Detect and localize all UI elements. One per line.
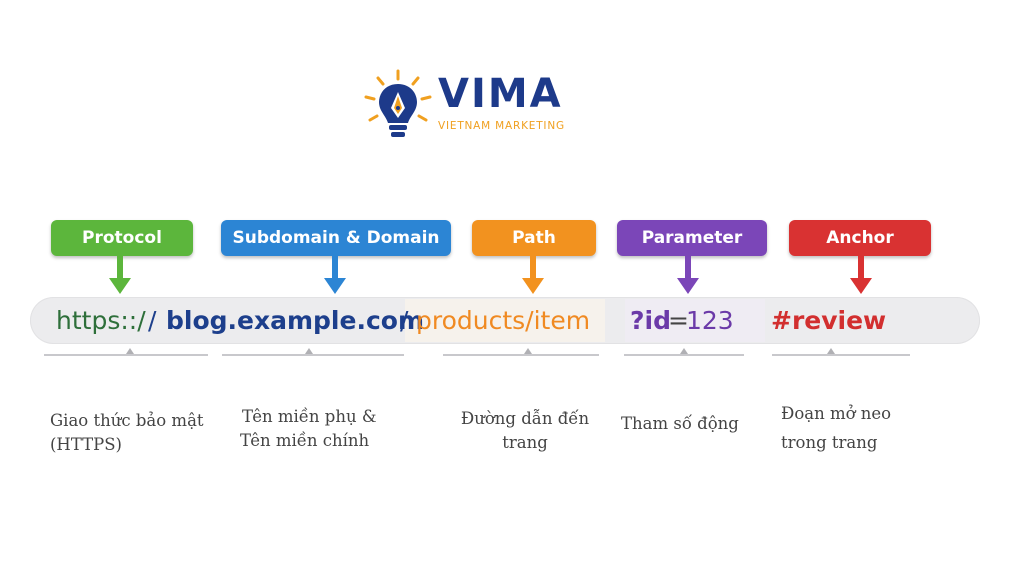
domain-description-line2: Tên miền chính [240,431,370,450]
url-domain-slash: / [400,306,409,335]
url-param-equals: = [668,306,689,335]
anchor-description-line2: trong trang [781,433,878,452]
protocol-description-line1: Giao thức bảo mật [50,411,204,430]
protocol-underline [44,354,208,356]
protocol-description-line2: (HTTPS) [50,435,122,454]
parameter-caret [680,348,688,354]
url-param-value: 123 [686,306,734,335]
path-label: Path [472,220,596,256]
domain-arrow-icon [324,254,346,294]
vima-logo: VIMA VIETNAM MARKETING [360,68,580,140]
protocol-description: Giao thức bảo mật (HTTPS) [50,409,204,457]
anchor-arrow-icon [850,254,872,294]
path-underline [443,354,599,356]
anchor-label: Anchor [789,220,931,256]
parameter-highlight [625,299,765,342]
parameter-arrow-icon [677,254,699,294]
protocol-caret [126,348,134,354]
path-description-line1: Đường dẫn đến [460,409,590,428]
domain-label: Subdomain & Domain [221,220,451,256]
url-param-key: ?id [630,306,671,335]
path-description-line2: trang [502,433,548,452]
logo-tagline: VIETNAM MARKETING [438,120,565,132]
url-domain: blog.example.com [166,306,424,335]
parameter-description: Tham số động [621,412,739,436]
path-caret [524,348,532,354]
anchor-description: Đoạn mở neo trong trang [781,402,891,455]
domain-caret [305,348,313,354]
domain-description: Tên miền phụ & Tên miền chính [240,405,377,453]
url-protocol: https::/ [56,306,146,335]
path-description: Đường dẫn đến trang [460,407,590,455]
logo-wordmark: VIMA [438,71,563,117]
domain-underline [222,354,404,356]
path-arrow-icon [522,254,544,294]
parameter-label: Parameter [617,220,767,256]
parameter-underline [624,354,744,356]
lightbulb-pen-icon [364,69,432,137]
protocol-label: Protocol [51,220,193,256]
anchor-caret [827,348,835,354]
anchor-underline [772,354,910,356]
url-slash: / [148,306,157,335]
anchor-description-line1: Đoạn mở neo [781,404,892,423]
domain-description-line1: Tên miền phụ & [242,407,377,426]
url-path: products/item [416,306,591,335]
parameter-description-line1: Tham số động [621,414,739,433]
path-highlight [405,299,605,342]
protocol-arrow-icon [109,254,131,294]
url-anchor: #review [771,306,887,335]
